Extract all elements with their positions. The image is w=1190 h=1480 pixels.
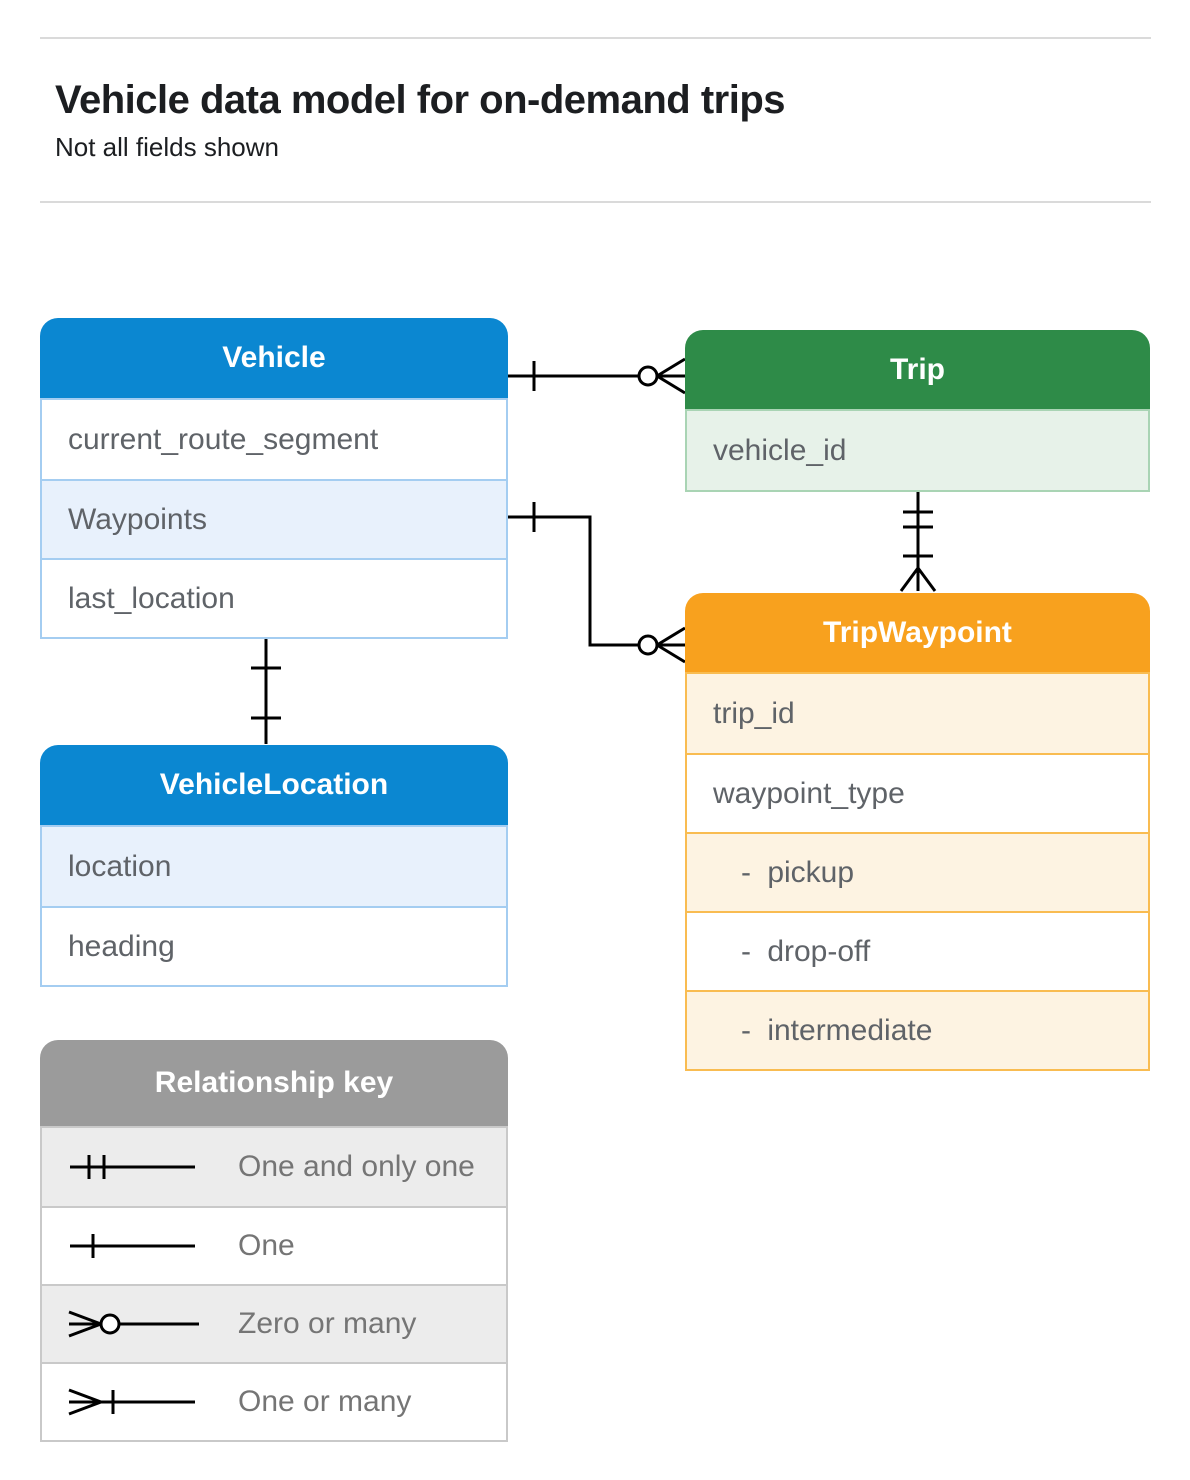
relationship-key: Relationship key One and only one One xyxy=(40,1040,508,1442)
connector-trip-tripwaypoint xyxy=(899,489,937,592)
relationship-key-rows: One and only one One Zero or many xyxy=(40,1126,508,1442)
legend-item-one: One xyxy=(42,1206,506,1284)
connector-vehicle-vehiclelocation xyxy=(251,637,281,744)
zero-or-many-symbol xyxy=(68,1310,199,1338)
table-vehiclelocation-rows: location heading xyxy=(40,825,508,987)
relationship-key-header: Relationship key xyxy=(40,1040,508,1126)
one-and-only-one-symbol xyxy=(70,1155,195,1179)
top-divider xyxy=(40,37,1151,39)
legend-item-one-and-only-one: One and only one xyxy=(42,1128,506,1206)
table-vehiclelocation-header: VehicleLocation xyxy=(40,745,508,825)
field-trip-id: trip_id xyxy=(687,674,1148,753)
table-vehicle-rows: current_route_segment Waypoints last_loc… xyxy=(40,398,508,639)
table-trip-rows: vehicle_id xyxy=(685,409,1150,492)
field-location: location xyxy=(42,827,506,906)
table-vehiclelocation: VehicleLocation location heading xyxy=(40,745,508,987)
table-tripwaypoint: TripWaypoint trip_id waypoint_type - pic… xyxy=(685,593,1150,1071)
legend-label: One or many xyxy=(238,1385,412,1418)
enum-drop-off: - drop-off xyxy=(687,911,1148,990)
table-trip: Trip vehicle_id xyxy=(685,330,1150,492)
table-trip-header: Trip xyxy=(685,330,1150,409)
field-last-location: last_location xyxy=(42,558,506,637)
one-or-many-symbol xyxy=(68,1388,195,1416)
table-vehicle-header: Vehicle xyxy=(40,318,508,398)
field-current-route-segment: current_route_segment xyxy=(68,422,379,456)
legend-label: One and only one xyxy=(238,1150,475,1183)
connector-waypoints-tripwaypoint xyxy=(508,502,686,664)
page-subtitle: Not all fields shown xyxy=(55,132,279,162)
enum-intermediate: - intermediate xyxy=(687,990,1148,1069)
table-tripwaypoint-header: TripWaypoint xyxy=(685,593,1150,672)
legend-item-one-or-many: One or many xyxy=(42,1362,506,1440)
one-symbol xyxy=(70,1234,195,1258)
field-heading: heading xyxy=(42,906,506,985)
header-divider xyxy=(40,201,1151,203)
table-vehicle: Vehicle current_route_segment Waypoints … xyxy=(40,318,508,639)
legend-label: Zero or many xyxy=(238,1307,417,1340)
legend-label: One xyxy=(238,1229,295,1262)
field-waypoint-type: waypoint_type xyxy=(687,753,1148,832)
table-tripwaypoint-rows: trip_id waypoint_type - pickup - drop-of… xyxy=(685,672,1150,1071)
legend-item-zero-or-many: Zero or many xyxy=(42,1284,506,1362)
field-vehicle-id: vehicle_id xyxy=(687,411,1148,490)
connector-vehicle-trip xyxy=(508,357,686,395)
page-title: Vehicle data model for on-demand trips xyxy=(55,78,786,122)
enum-pickup: - pickup xyxy=(687,832,1148,911)
field-waypoints: Waypoints xyxy=(42,479,506,558)
